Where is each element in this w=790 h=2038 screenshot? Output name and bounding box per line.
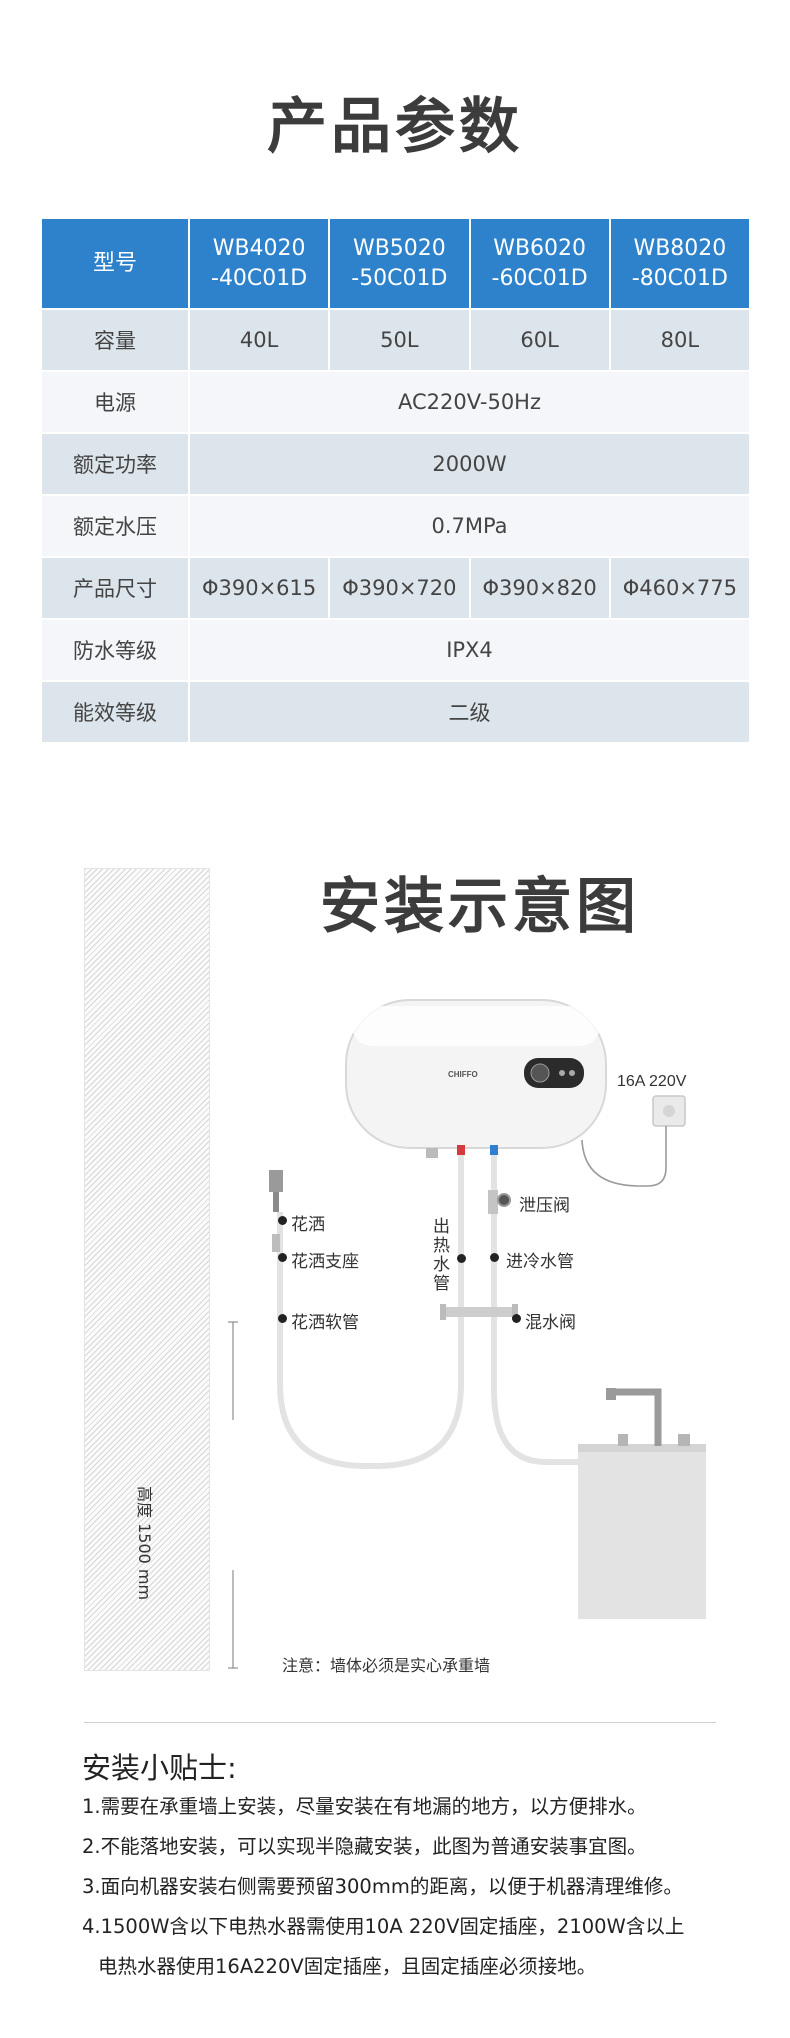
table-cell: 50L	[328, 308, 471, 372]
row-label: 防水等级	[40, 618, 190, 682]
label-dot	[512, 1314, 521, 1323]
params-title: 产品参数	[267, 92, 523, 162]
table-cell: IPX4	[188, 618, 751, 682]
params-table: 型号 WB4020 -40C01D WB5020 -50C01D WB6020 -60…	[40, 217, 752, 744]
table-row: 额定水压 0.7MPa	[40, 494, 751, 558]
shower-holder-label: 花洒支座	[291, 1252, 359, 1272]
brand-logo: CHIFFO	[448, 1070, 478, 1079]
table-header-row: 型号 WB4020 -40C01D WB5020 -50C01D WB6020 -60…	[40, 217, 752, 310]
tip-item: 2.不能落地安装，可以实现半隐藏安装，此图为普通安装事宜图。	[82, 1835, 647, 1858]
control-panel-icon	[524, 1058, 584, 1088]
relief-valve-label: 泄压阀	[519, 1196, 570, 1216]
install-title: 安装示意图	[320, 872, 640, 942]
shower-holder-icon	[272, 1234, 280, 1252]
shower-head-icon	[269, 1170, 283, 1192]
label-dot	[457, 1254, 466, 1263]
table-cell: 2000W	[188, 432, 751, 496]
model-line1: WB4020	[212, 235, 306, 261]
table-cell: Φ390×820	[468, 556, 611, 620]
tip-item: 1.需要在承重墙上安装，尽量安装在有地漏的地方，以方便排水。	[82, 1795, 647, 1818]
height-label: 高度 1500 mm	[135, 1486, 154, 1601]
model-line2: -60C01D	[491, 265, 588, 291]
table-row: 电源 AC220V-50Hz	[40, 370, 751, 434]
table-cell: 40L	[187, 308, 331, 372]
section-divider	[84, 1722, 716, 1723]
tip-item: 电热水器使用16A220V固定插座，且固定插座必须接地。	[98, 1955, 597, 1978]
label-dot	[490, 1253, 499, 1262]
model-cell: WB4020 -40C01D	[187, 217, 331, 310]
row-label: 能效等级	[40, 680, 190, 744]
row-label: 容量	[40, 308, 190, 372]
socket-label: 16A 220V	[617, 1073, 687, 1090]
table-cell: Φ460×775	[608, 556, 752, 620]
mixing-valve-label: 混水阀	[525, 1313, 576, 1333]
model-cell: WB5020 -50C01D	[328, 217, 471, 310]
model-cell: WB6020 -60C01D	[468, 217, 611, 310]
model-line1: WB5020	[352, 235, 446, 261]
tip-item: 4.1500W含以下电热水器需使用10A 220V固定插座，2100W含以上	[82, 1915, 685, 1938]
table-row: 能效等级 二级	[40, 680, 751, 744]
label-dot	[278, 1253, 287, 1262]
tips-title: 安装小贴士:	[82, 1751, 237, 1785]
table-cell: 二级	[188, 680, 751, 744]
table-cell: AC220V-50Hz	[188, 370, 751, 434]
model-line1: WB6020	[493, 235, 587, 261]
wall-note: 注意：墙体必须是实心承重墙	[282, 1656, 491, 1675]
table-row: 防水等级 IPX4	[40, 618, 751, 682]
mixing-valve-icon	[442, 1307, 516, 1317]
model-line2: -50C01D	[351, 265, 448, 291]
tip-item: 3.面向机器安装右侧需要预留300mm的距离，以便于机器清理维修。	[82, 1875, 683, 1898]
row-label: 电源	[40, 370, 190, 434]
label-dot	[278, 1314, 287, 1323]
label-dot	[278, 1216, 287, 1225]
table-cell: 60L	[468, 308, 611, 372]
table-cell: 0.7MPa	[188, 494, 751, 558]
table-row: 容量 40L 50L 60L 80L	[40, 308, 752, 372]
shower-head-label: 花洒	[291, 1215, 325, 1235]
shower-hose-label: 花洒软管	[291, 1313, 359, 1333]
wall-illustration	[84, 868, 210, 1671]
sink-cabinet	[578, 1388, 706, 1619]
table-cell: Φ390×720	[328, 556, 471, 620]
model-cell: WB8020 -80C01D	[608, 217, 752, 310]
header-label: 型号	[40, 217, 190, 310]
row-label: 额定功率	[40, 432, 190, 496]
model-line1: WB8020	[633, 235, 727, 261]
row-label: 额定水压	[40, 494, 190, 558]
model-line2: -80C01D	[631, 265, 728, 291]
model-line2: -40C01D	[211, 265, 308, 291]
cold-pipe-label: 进冷水管	[506, 1252, 574, 1272]
water-heater: CHIFFO	[345, 999, 607, 1149]
row-label: 产品尺寸	[40, 556, 190, 620]
relief-valve-icon	[488, 1190, 498, 1214]
table-cell: 80L	[608, 308, 752, 372]
table-cell: Φ390×615	[187, 556, 331, 620]
table-row: 额定功率 2000W	[40, 432, 751, 496]
hot-pipe-label: 出热水管	[433, 1217, 450, 1294]
table-row: 产品尺寸 Φ390×615 Φ390×720 Φ390×820 Φ460×775	[40, 556, 752, 620]
